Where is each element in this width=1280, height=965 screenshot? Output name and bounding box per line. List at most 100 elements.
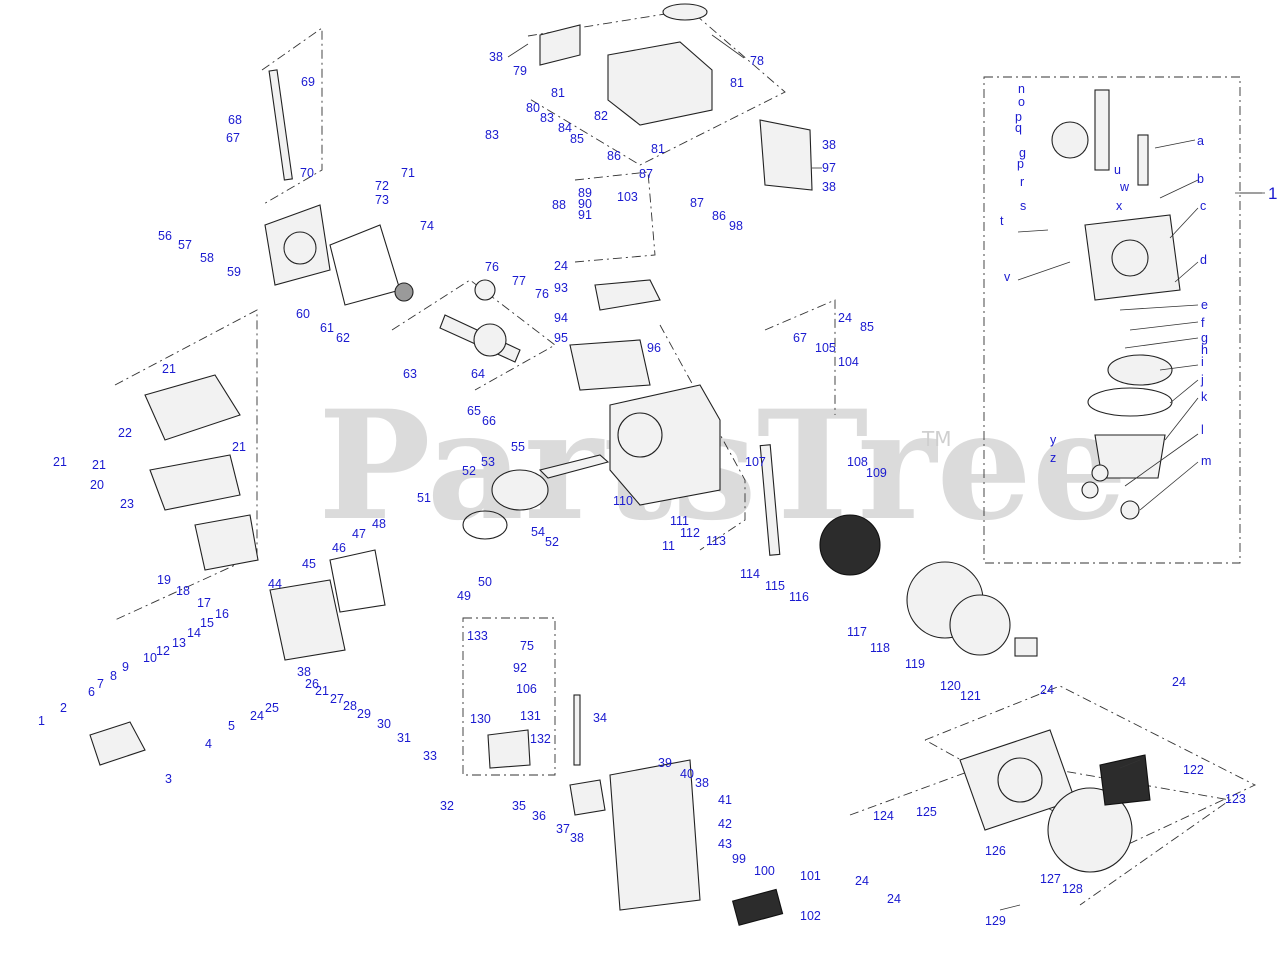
callout-83a: 83 — [485, 128, 499, 142]
callout-85a: 85 — [570, 132, 584, 146]
callout-51: 51 — [417, 491, 431, 505]
callout-o: o — [1018, 95, 1025, 109]
callout-38b: 38 — [822, 138, 836, 152]
callout-65: 65 — [467, 404, 481, 418]
callout-76b: 76 — [535, 287, 549, 301]
callout-21d: 21 — [232, 440, 246, 454]
callout-29: 29 — [357, 707, 371, 721]
callout-16: 16 — [215, 607, 229, 621]
leader-lines — [507, 34, 1262, 911]
callout-h: h — [1201, 343, 1208, 357]
callout-1: 1 — [38, 714, 45, 728]
callout-38a: 38 — [489, 50, 503, 64]
callout-y: y — [1050, 433, 1057, 447]
switch-panel-shape — [731, 888, 784, 926]
callout-105: 105 — [815, 341, 836, 355]
callout-48: 48 — [372, 517, 386, 531]
callout-4: 4 — [205, 737, 212, 751]
callout-41: 41 — [718, 793, 732, 807]
callout-130: 130 — [470, 712, 491, 726]
muffler-guard-shape — [144, 374, 241, 441]
callout-86b: 86 — [712, 209, 726, 223]
callout-22: 22 — [118, 426, 132, 440]
callout-112: 112 — [680, 526, 700, 540]
callout-p2: p — [1017, 157, 1024, 171]
callout-90: 90 — [578, 197, 592, 211]
callout-6: 6 — [88, 685, 95, 699]
callout-131: 131 — [520, 709, 541, 723]
callout-85b: 85 — [860, 320, 874, 334]
callout-19: 19 — [157, 573, 171, 587]
callout-z: z — [1050, 451, 1056, 465]
callout-33: 33 — [423, 749, 437, 763]
callout-24f: 24 — [855, 874, 869, 888]
callout-99: 99 — [732, 852, 746, 866]
callout-32: 32 — [440, 799, 454, 813]
carburetor-detail-boundary — [983, 76, 1241, 564]
leader-line — [1169, 207, 1199, 239]
callout-92: 92 — [513, 661, 527, 675]
leader-line — [1129, 321, 1199, 331]
callout-64: 64 — [471, 367, 485, 381]
callout-u: u — [1114, 163, 1121, 177]
leader-line — [507, 43, 529, 58]
callout-61: 61 — [320, 321, 334, 335]
callout-40: 40 — [680, 767, 694, 781]
connecting-rod-shape — [538, 454, 610, 479]
callout-75: 75 — [520, 639, 534, 653]
callout-84: 84 — [558, 121, 572, 135]
leader-line — [1169, 379, 1199, 404]
piston-shape — [491, 469, 549, 511]
callout-70: 70 — [300, 166, 314, 180]
callout-88: 88 — [552, 198, 566, 212]
air-filter-housing-shape — [609, 759, 701, 911]
float-bowl-shape — [1094, 434, 1166, 479]
callout-18: 18 — [176, 584, 190, 598]
leader-line — [711, 34, 745, 59]
callout-k: k — [1201, 390, 1208, 404]
recoil-starter-shape — [1047, 787, 1133, 873]
callout-49: 49 — [457, 589, 471, 603]
dipstick-tube-shape — [268, 69, 293, 181]
callout-52a: 52 — [462, 464, 476, 478]
carburetor-small-shape — [487, 729, 531, 769]
callout-50: 50 — [478, 575, 492, 589]
crankcase-cover-bore — [283, 231, 317, 265]
callout-s: s — [1020, 199, 1026, 213]
callout-73: 73 — [375, 193, 389, 207]
callout-87b: 87 — [690, 196, 704, 210]
ignition-coil-shape — [759, 444, 781, 556]
callout-14: 14 — [187, 626, 201, 640]
callout-95: 95 — [554, 331, 568, 345]
callout-58: 58 — [200, 251, 214, 265]
part-shapes — [89, 3, 1181, 926]
float-bowl-gasket-shape — [1087, 387, 1173, 417]
callout-59: 59 — [227, 265, 241, 279]
callout-122: 122 — [1183, 763, 1204, 777]
callout-110: 110 — [613, 494, 633, 508]
callout-13: 13 — [172, 636, 186, 650]
callout-82: 82 — [594, 109, 608, 123]
callout-25: 25 — [265, 701, 279, 715]
cylinder-bore-shape — [617, 412, 663, 458]
camshaft-gear-shape — [474, 279, 496, 301]
callout-104: 104 — [838, 355, 859, 369]
callout-81b: 81 — [730, 76, 744, 90]
callout-24e: 24 — [1172, 675, 1186, 689]
callout-34: 34 — [593, 711, 607, 725]
callout-46: 46 — [332, 541, 346, 555]
callout-21b: 21 — [92, 458, 106, 472]
recoil-group-boundary — [924, 685, 1257, 849]
callout-87a: 87 — [639, 167, 653, 181]
recoil-handle-shape — [1099, 754, 1151, 806]
callout-56: 56 — [158, 229, 172, 243]
bolt-z-shape — [1081, 481, 1099, 499]
callout-38e: 38 — [695, 776, 709, 790]
blower-housing-opening — [997, 757, 1043, 803]
callout-31: 31 — [397, 731, 411, 745]
callout-r: r — [1020, 175, 1024, 189]
callout-128: 128 — [1062, 882, 1083, 896]
callout-35: 35 — [512, 799, 526, 813]
callout-113: 113 — [706, 534, 726, 548]
callout-103: 103 — [617, 190, 638, 204]
